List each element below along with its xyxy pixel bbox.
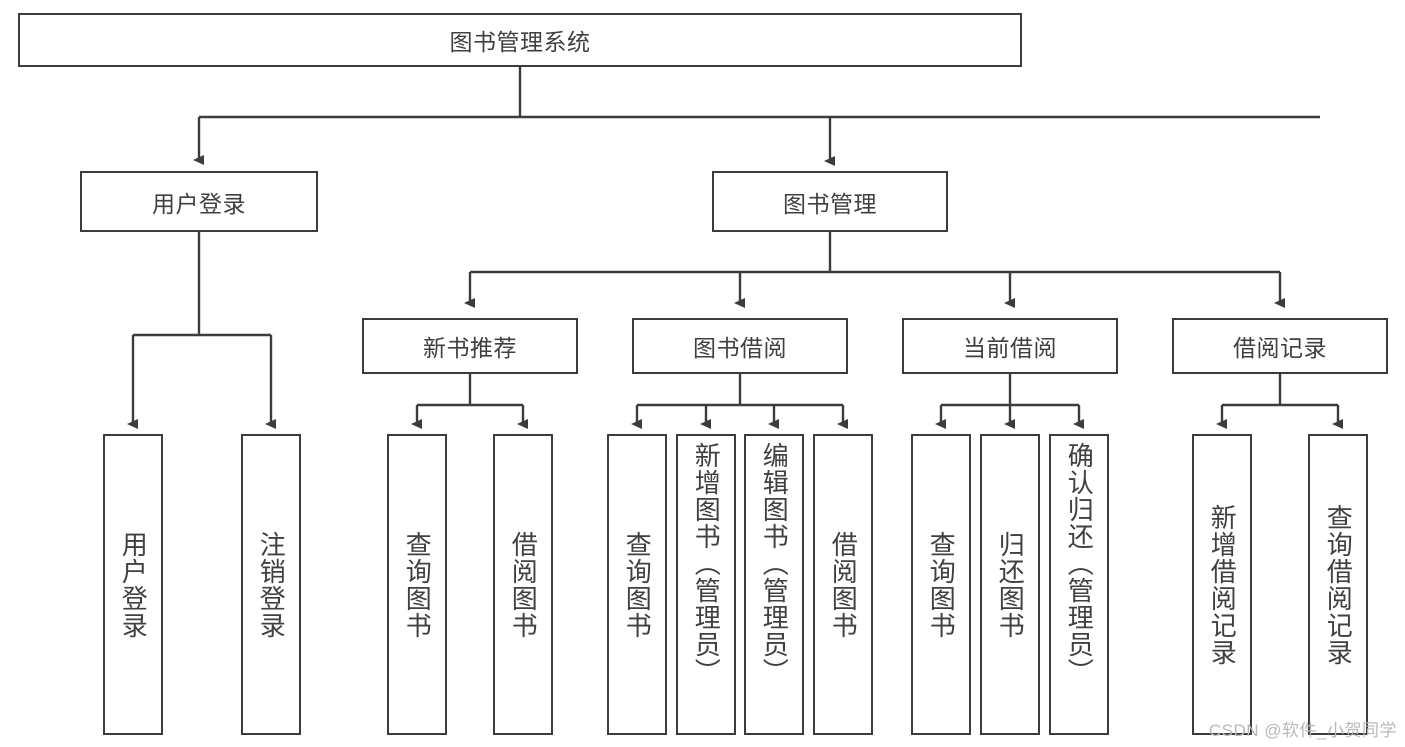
leaf-borrow-borrow-book[interactable]: 借阅图书: [813, 434, 873, 735]
leaf-record-query[interactable]: 查询借阅记录: [1308, 434, 1368, 735]
leaf-label: 新增图书（管理员）: [691, 442, 722, 685]
leaf-label: 查询借阅记录: [1323, 503, 1354, 666]
watermark: CSDN @软件_小贺同学: [1208, 721, 1397, 740]
leaf-label: 借阅图书: [508, 530, 539, 639]
node-new-book-recommend-label: 新书推荐: [423, 335, 517, 361]
node-root[interactable]: 图书管理系统: [18, 13, 1022, 67]
leaf-label: 用户登录: [118, 530, 149, 639]
leaf-label: 注销登录: [256, 530, 287, 639]
node-book-management-label: 图书管理: [783, 190, 877, 217]
node-new-book-recommend[interactable]: 新书推荐: [362, 318, 578, 374]
leaf-current-query-book[interactable]: 查询图书: [911, 434, 971, 735]
node-borrow-record-label: 借阅记录: [1233, 335, 1327, 361]
node-root-label: 图书管理系统: [449, 29, 591, 55]
node-current-borrow[interactable]: 当前借阅: [902, 318, 1118, 374]
leaf-borrow-query-book[interactable]: 查询图书: [607, 434, 667, 735]
leaf-label: 借阅图书: [828, 530, 859, 639]
node-user-login-label: 用户登录: [152, 190, 246, 217]
node-user-login[interactable]: 用户登录: [80, 171, 318, 232]
leaf-borrow-edit-book[interactable]: 编辑图书（管理员）: [744, 434, 804, 735]
node-book-management[interactable]: 图书管理: [712, 171, 948, 232]
leaf-label: 确认归还（管理员）: [1064, 442, 1095, 685]
leaf-user-login-signin[interactable]: 用户登录: [103, 434, 163, 735]
node-current-borrow-label: 当前借阅: [963, 335, 1057, 361]
leaf-label: 归还图书: [995, 530, 1026, 639]
leaf-current-confirm-return[interactable]: 确认归还（管理员）: [1049, 434, 1109, 735]
node-book-borrow-label: 图书借阅: [693, 335, 787, 361]
leaf-new-book-borrow[interactable]: 借阅图书: [493, 434, 553, 735]
node-borrow-record[interactable]: 借阅记录: [1172, 318, 1388, 374]
leaf-label: 查询图书: [402, 530, 433, 639]
node-book-borrow[interactable]: 图书借阅: [632, 318, 848, 374]
leaf-label: 编辑图书（管理员）: [759, 442, 790, 685]
leaf-user-login-signout[interactable]: 注销登录: [241, 434, 301, 735]
leaf-label: 查询图书: [926, 530, 957, 639]
leaf-label: 查询图书: [622, 530, 653, 639]
leaf-new-book-query[interactable]: 查询图书: [387, 434, 447, 735]
leaf-label: 新增借阅记录: [1207, 503, 1238, 666]
leaf-current-return-book[interactable]: 归还图书: [980, 434, 1040, 735]
leaf-borrow-add-book[interactable]: 新增图书（管理员）: [676, 434, 736, 735]
leaf-record-add[interactable]: 新增借阅记录: [1192, 434, 1252, 735]
